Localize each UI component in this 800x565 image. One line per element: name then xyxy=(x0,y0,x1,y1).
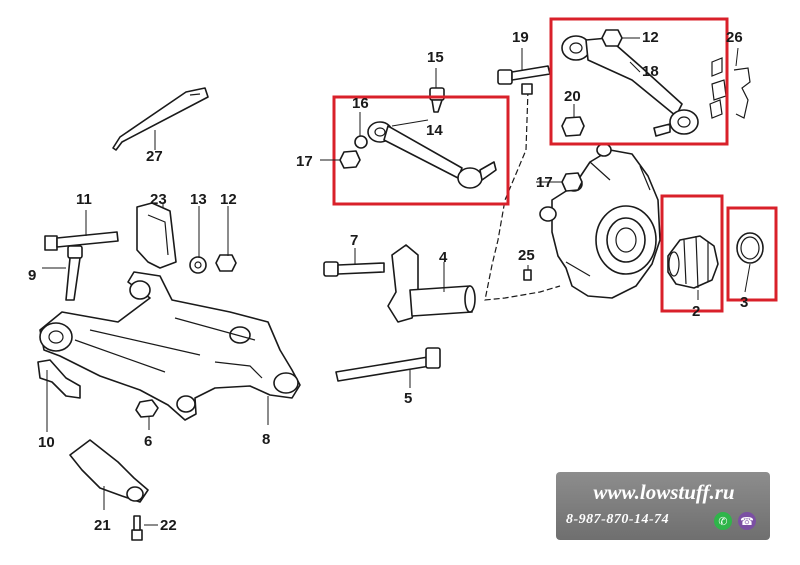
callout-11: 11 xyxy=(76,191,92,208)
part-27-cable-tie xyxy=(112,87,209,151)
callout-13: 13 xyxy=(190,191,207,208)
part-20-nut xyxy=(561,116,585,137)
highlight-box-bushing xyxy=(660,194,724,313)
callout-10: 10 xyxy=(38,434,55,451)
viber-icon: ☎ xyxy=(738,512,756,530)
callout-12-lower: 12 xyxy=(220,191,237,208)
callout-4: 4 xyxy=(439,249,448,266)
part-14-link-arm xyxy=(367,121,497,189)
watermark-url: www.lowstuff.ru xyxy=(593,480,735,504)
leader-lines xyxy=(42,37,751,526)
part-21-shield xyxy=(69,439,149,503)
part-3-circlip xyxy=(736,232,764,264)
callout-26: 26 xyxy=(726,29,743,46)
part-4-link xyxy=(387,244,476,323)
callout-17-left: 17 xyxy=(296,153,313,170)
part-12-nut-upper xyxy=(601,29,623,47)
callout-14: 14 xyxy=(426,122,443,139)
part-2-bushing xyxy=(667,235,719,289)
part-19-bolt xyxy=(497,65,551,85)
part-23-bracket xyxy=(136,202,177,269)
callout-20: 20 xyxy=(564,88,581,105)
part-12-nut xyxy=(215,254,237,272)
part-8-subframe xyxy=(39,271,301,421)
highlight-box-circlip xyxy=(726,206,778,302)
callout-5: 5 xyxy=(404,390,412,407)
watermark-banner: www.lowstuff.ru 8-987-870-14-74 ✆ ☎ xyxy=(556,472,770,540)
callout-15: 15 xyxy=(427,49,444,66)
part-18-control-arm xyxy=(561,35,699,137)
whatsapp-icon: ✆ xyxy=(714,512,732,530)
callout-25: 25 xyxy=(518,247,535,264)
callout-7: 7 xyxy=(350,232,358,249)
callout-22: 22 xyxy=(160,517,177,534)
part-7-bolt xyxy=(323,261,385,277)
sensor-wire xyxy=(484,83,561,301)
callout-6: 6 xyxy=(144,433,152,450)
part-5-bolt xyxy=(335,347,441,382)
callout-21: 21 xyxy=(94,517,111,534)
part-13-washer xyxy=(189,256,207,274)
part-17-nut-hub xyxy=(561,172,583,192)
callout-27: 27 xyxy=(146,148,163,165)
callout-19: 19 xyxy=(512,29,529,46)
callout-9: 9 xyxy=(28,267,36,284)
part-15-bolt xyxy=(429,87,445,113)
part-22-bolt xyxy=(131,515,143,541)
part-6-nut xyxy=(135,399,159,418)
wheel-carrier xyxy=(539,143,661,299)
watermark-phone: 8-987-870-14-74 xyxy=(566,512,670,527)
highlight-box-upper-arm xyxy=(549,17,729,146)
callout-8: 8 xyxy=(262,431,270,448)
callout-3: 3 xyxy=(740,294,748,311)
part-25-screw xyxy=(523,269,532,281)
callout-18: 18 xyxy=(642,63,659,80)
part-16-washer xyxy=(354,135,368,149)
part-17-nut xyxy=(339,150,361,169)
highlight-box-link-arm xyxy=(332,95,510,206)
callout-2: 2 xyxy=(692,303,700,320)
part-9-bolt xyxy=(65,245,83,301)
callout-23: 23 xyxy=(150,191,167,208)
callout-12-upper: 12 xyxy=(642,29,659,46)
part-11-bolt xyxy=(44,231,119,251)
callout-16: 16 xyxy=(352,95,369,112)
callout-17-hub: 17 xyxy=(536,174,553,191)
part-26-clip xyxy=(709,57,751,119)
part-10-bracket xyxy=(37,359,81,399)
